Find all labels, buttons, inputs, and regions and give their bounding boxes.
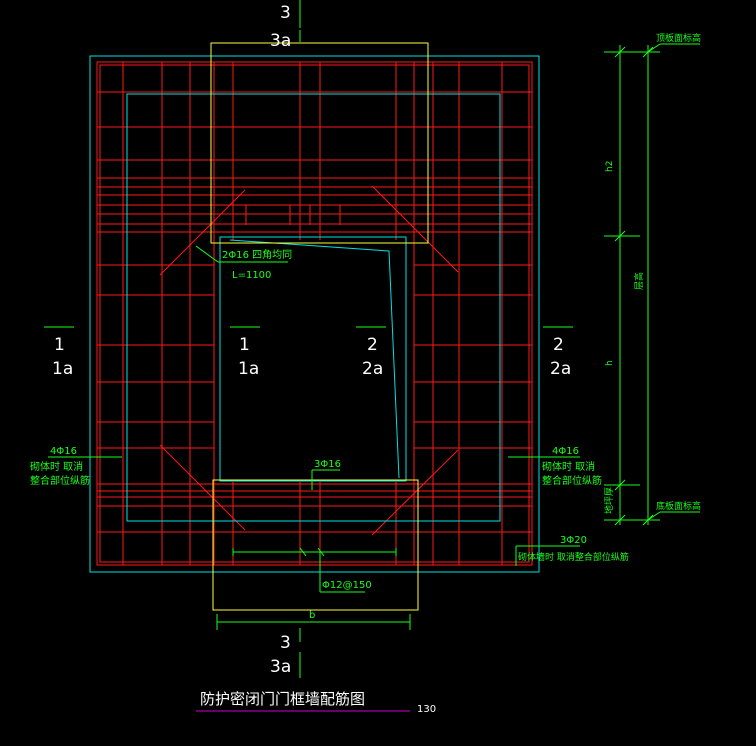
opening-frame xyxy=(210,42,429,611)
left-note1: 砌体时 取消 xyxy=(30,460,83,473)
base-label: 地坪厚 xyxy=(603,487,615,514)
drawing-scale: 130 xyxy=(417,704,436,715)
drawing-title: 防护密闭门门框墙配筋图 xyxy=(200,690,365,708)
section-marks: 3 3a 3 3a 1 1a 1 1a 2 2a 2 2a xyxy=(52,3,571,677)
right-note2: 整合部位纵筋 xyxy=(542,474,602,487)
rebar-annotations: 2Φ16 四角均同 L=1100 4Φ16 砌体时 取消 整合部位纵筋 4Φ16… xyxy=(30,249,629,621)
section-top-num: 3 xyxy=(280,3,291,23)
right-bars-label: 4Φ16 xyxy=(552,446,579,457)
right-note1: 砌体时 取消 xyxy=(542,460,595,473)
h2-label: h2 xyxy=(605,161,615,172)
width-label: b xyxy=(309,610,315,621)
section-right-num: 2 xyxy=(553,335,564,355)
top-level-label: 顶板面标高 xyxy=(656,32,701,44)
section-bottom-sub: 3a xyxy=(270,657,291,677)
stirrup-label: Φ12@150 xyxy=(322,580,372,591)
section-midleft-sub: 1a xyxy=(238,359,259,379)
elevation-dimensions: 顶板面标高 底板面标高 h2 h 层高 地坪厚 xyxy=(603,32,701,514)
section-midleft-num: 1 xyxy=(239,335,250,355)
h-label: h xyxy=(605,360,615,366)
section-left-sub: 1a xyxy=(52,359,73,379)
section-midright-num: 2 xyxy=(367,335,378,355)
total-label: 层高 xyxy=(633,272,645,290)
section-right-sub: 2a xyxy=(550,359,571,379)
bottom-bars-label: 3Φ16 xyxy=(314,459,341,470)
corner-bar-label: 2Φ16 四角均同 xyxy=(222,249,292,261)
rebar-grid xyxy=(96,61,533,566)
bottom-level-label: 底板面标高 xyxy=(656,500,701,512)
wall-outline xyxy=(89,55,540,573)
section-bottom-num: 3 xyxy=(280,633,291,653)
left-note2: 整合部位纵筋 xyxy=(30,474,90,487)
annotation-lines xyxy=(44,0,700,678)
lower-right-note: 砌体墙时 取消整合部位纵筋 xyxy=(518,551,629,563)
section-midright-sub: 2a xyxy=(362,359,383,379)
lower-right-bars-label: 3Φ20 xyxy=(560,535,587,546)
section-left-num: 1 xyxy=(54,335,65,355)
section-top-sub: 3a xyxy=(270,31,291,51)
corner-length-label: L=1100 xyxy=(232,270,271,281)
left-bars-label: 4Φ16 xyxy=(50,446,77,457)
